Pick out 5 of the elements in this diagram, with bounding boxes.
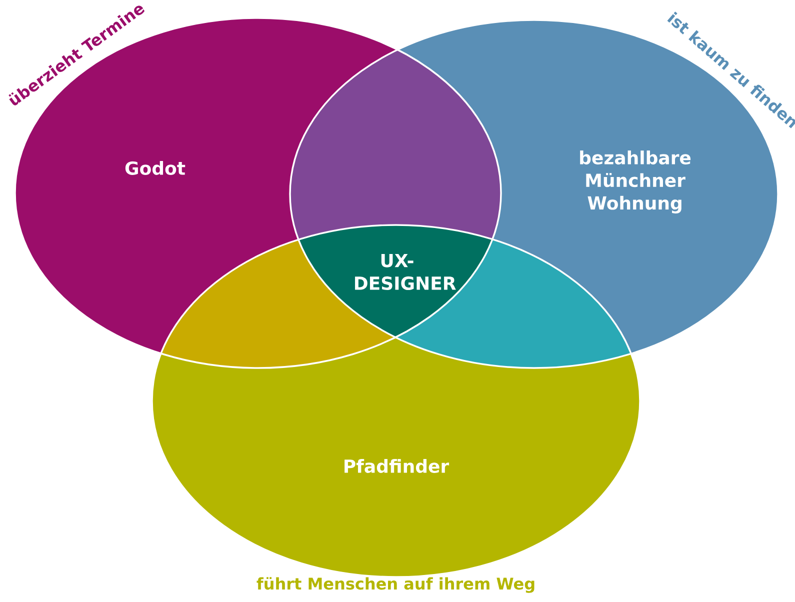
region-label: Godot [125, 161, 186, 175]
region-label: bezahlbare Münchner Wohnung [580, 150, 691, 214]
region-label: UX-DESIGNER [355, 254, 456, 290]
curved-caption: führt Menschen auf ihrem Weg [256, 577, 534, 593]
region-label: Pfadfinder [344, 459, 450, 473]
